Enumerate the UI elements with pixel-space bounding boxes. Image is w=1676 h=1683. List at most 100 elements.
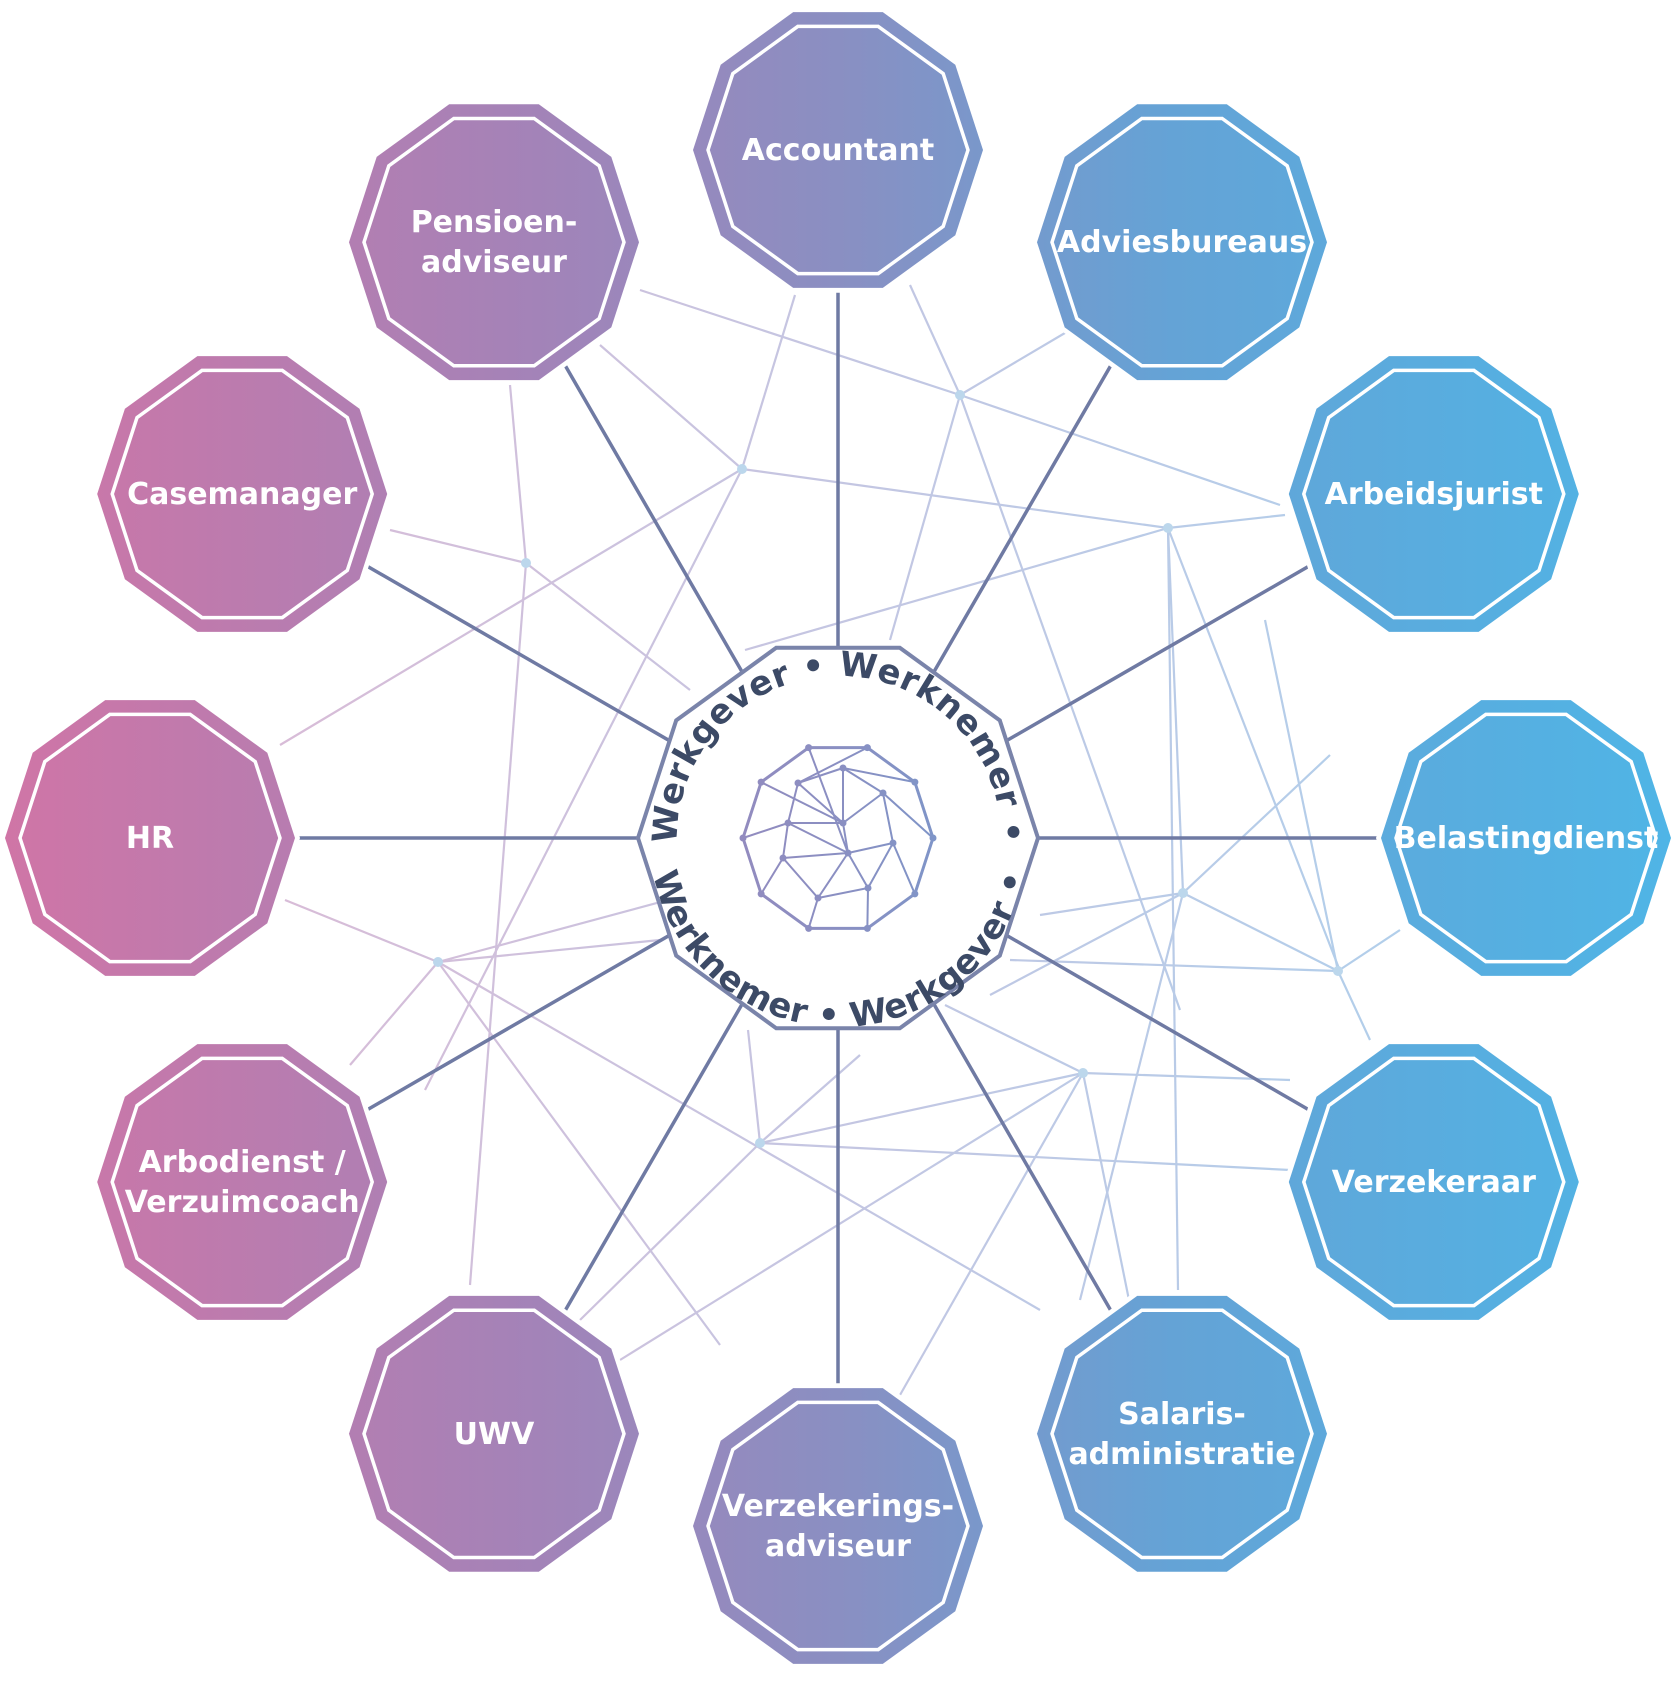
web-line: [741, 467, 1169, 530]
logo-dot: [839, 819, 847, 827]
logo-line: [787, 822, 849, 854]
node-inner-border: [362, 1308, 626, 1560]
logo-line: [760, 857, 784, 895]
node-inner-border: [1050, 116, 1314, 368]
web-line: [1263, 619, 1340, 972]
node-adviesbureaus[interactable]: Adviesbureaus: [1032, 99, 1332, 385]
node-label: Casemanager: [127, 477, 357, 512]
node-label: Belastingdienst: [1394, 821, 1659, 856]
web-line: [899, 1072, 1084, 1396]
center-hub: Werkgever • Werknemer •Werknemer • Werkg…: [635, 644, 1041, 1036]
node-shape: [349, 1295, 639, 1572]
web-node-dot: [1333, 966, 1343, 976]
logo-dot: [839, 764, 847, 772]
web-line: [746, 1029, 762, 1144]
web-node-dot: [521, 558, 531, 568]
node-shape: [97, 1044, 388, 1320]
center-logo-icon: [739, 744, 937, 932]
web-line: [944, 1004, 1084, 1074]
logo-line: [782, 852, 849, 859]
web-node-dot: [755, 1138, 765, 1148]
node-arbodienst[interactable]: Arbodienst /Verzuimcoach: [92, 1039, 393, 1325]
logo-dot: [863, 744, 871, 752]
node-shape: [1288, 1044, 1579, 1320]
node-inner-border: [1394, 712, 1658, 964]
logo-dot: [863, 924, 871, 932]
node-label: Salaris-: [1118, 1397, 1246, 1432]
logo-dot: [814, 894, 822, 902]
center-hub-shape: [635, 645, 1041, 1031]
node-label: UWV: [454, 1417, 535, 1452]
web-line: [1081, 1072, 1132, 1306]
web-line: [437, 961, 1041, 1311]
logo-line: [797, 782, 844, 824]
node-salarisadministratie[interactable]: Salaris-administratie: [1032, 1291, 1332, 1577]
node-pensioenadviseur[interactable]: Pensioen-adviseur: [344, 99, 644, 385]
node-label: administratie: [1068, 1437, 1295, 1472]
web-line: [959, 329, 1071, 396]
node-inner-border: [18, 712, 282, 964]
web-line: [959, 393, 1281, 507]
node-label: adviseur: [765, 1529, 911, 1564]
node-label: Arbeidsjurist: [1325, 477, 1543, 512]
logo-line: [847, 842, 894, 854]
node-belastingdienst[interactable]: Belastingdienst: [1376, 695, 1676, 981]
web-line: [1166, 527, 1180, 1291]
node-verzekeraar[interactable]: Verzekeraar: [1283, 1039, 1584, 1325]
logo-dot: [794, 779, 802, 787]
web-line: [508, 384, 528, 564]
logo-line: [866, 887, 869, 929]
logo-line: [742, 822, 789, 839]
web-line: [639, 288, 961, 397]
web-line: [1337, 970, 1371, 1041]
web-line: [1167, 513, 1286, 530]
logo-dot: [929, 834, 937, 842]
web-line: [1039, 891, 1184, 917]
node-casemanager[interactable]: Casemanager: [92, 351, 393, 637]
logo-line: [782, 857, 819, 899]
node-inner-border: [110, 368, 375, 620]
node-hr[interactable]: HR: [0, 695, 300, 981]
node-arbeidsjurist[interactable]: Arbeidsjurist: [1283, 351, 1584, 637]
web-lines: [279, 284, 1401, 1396]
node-inner-border: [1301, 1056, 1566, 1308]
logo-dot: [757, 778, 765, 786]
logo-dot: [779, 854, 787, 862]
logo-dot: [757, 890, 765, 898]
logo-line: [760, 781, 844, 824]
web-node-dot: [737, 464, 747, 474]
web-line: [908, 284, 962, 396]
web-line: [579, 1142, 761, 1321]
logo-dot: [911, 890, 919, 898]
node-uwv[interactable]: UWV: [344, 1291, 644, 1577]
logo-dot: [864, 884, 872, 892]
logo-dot: [911, 778, 919, 786]
logo-dot: [739, 834, 747, 842]
web-line: [1337, 929, 1401, 972]
web-line: [525, 562, 691, 691]
web-line: [744, 526, 1169, 652]
logo-line: [847, 852, 869, 889]
node-inner-border: [110, 1056, 375, 1308]
node-label: Adviesbureaus: [1057, 225, 1307, 260]
web-node-dot: [1178, 888, 1188, 898]
node-verzekeringsadviseur[interactable]: Verzekerings-adviseur: [688, 1383, 988, 1669]
node-inner-border: [706, 24, 970, 276]
web-line: [349, 961, 439, 1066]
node-accountant[interactable]: Accountant: [688, 7, 988, 293]
web-line: [888, 394, 962, 641]
web-line: [1166, 527, 1342, 972]
node-label: Arbodienst /: [139, 1145, 346, 1180]
node-shape: [1381, 700, 1671, 976]
web-line: [468, 562, 528, 1286]
web-line: [1009, 958, 1339, 973]
node-shape: [693, 1388, 983, 1664]
node-shape: [97, 356, 388, 632]
web-line: [424, 468, 743, 1091]
web-line: [759, 1141, 1291, 1172]
web-line: [284, 898, 439, 964]
web-line: [437, 938, 661, 964]
logo-line: [807, 747, 849, 854]
logo-line: [782, 822, 789, 859]
